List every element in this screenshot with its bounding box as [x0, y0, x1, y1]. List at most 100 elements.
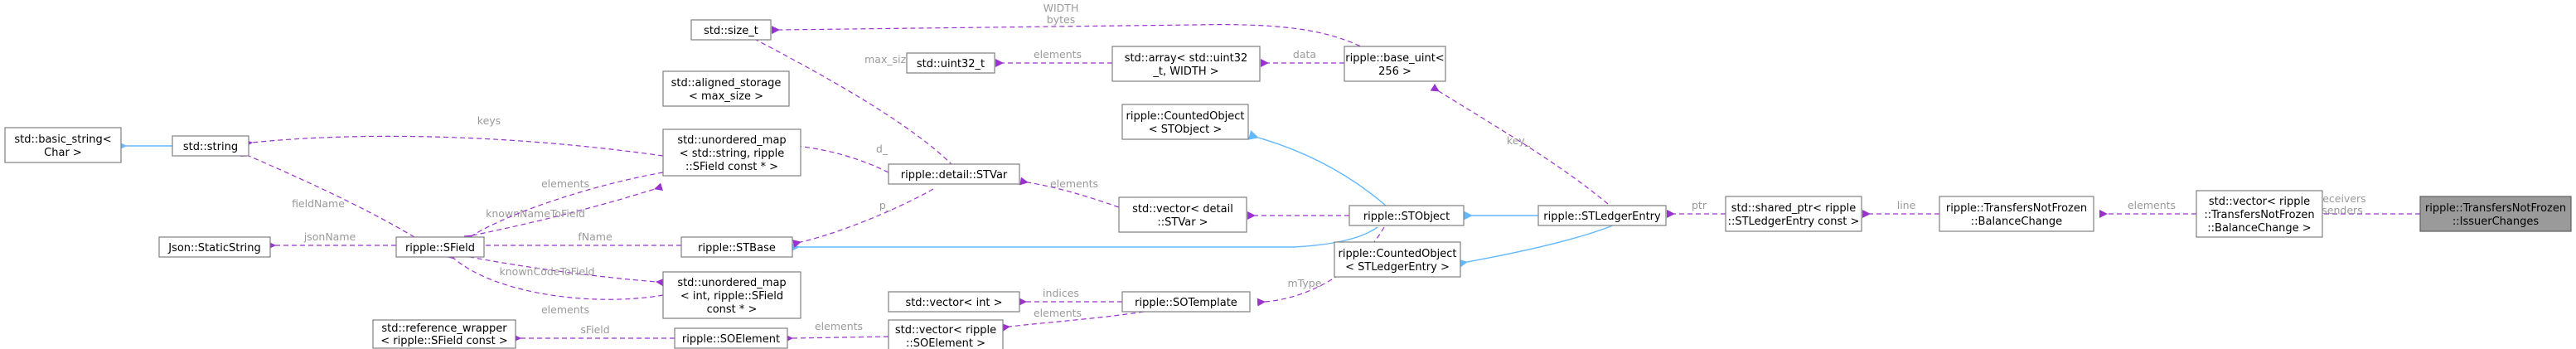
svg-text:< STObject >: < STObject > [1149, 124, 1223, 136]
svg-text:ripple::STLedgerEntry: ripple::STLedgerEntry [1543, 211, 1661, 223]
node-issuer-changes[interactable]: ripple::TransfersNotFrozen ::IssuerChang… [2419, 196, 2572, 232]
edge-label-field-name: fieldName [292, 197, 345, 210]
node-static-string[interactable]: Json::StaticString [158, 236, 271, 258]
edge-label-key: key_ [1507, 134, 1531, 147]
node-st-base[interactable]: ripple::STBase [680, 236, 793, 258]
svg-text:std::vector< int >: std::vector< int > [905, 297, 1002, 309]
svg-text:std::unordered_map: std::unordered_map [677, 277, 786, 289]
edge-label-max-size: max_size [864, 53, 913, 65]
svg-text:ripple::TransfersNotFrozen: ripple::TransfersNotFrozen [1946, 202, 2087, 215]
edge-key [1430, 83, 1609, 205]
svg-text:std::uint32_t: std::uint32_t [917, 58, 985, 70]
node-aligned-storage[interactable]: std::aligned_storage < max_size > [662, 70, 790, 107]
edge-label-fname: fName [578, 230, 613, 243]
svg-text:std::aligned_storage: std::aligned_storage [671, 77, 782, 90]
node-st-ledger-entry[interactable]: ripple::STLedgerEntry [1537, 205, 1667, 226]
edge-inherit-counted-sto [1247, 130, 1387, 206]
svg-text:std::shared_ptr< ripple: std::shared_ptr< ripple [1731, 202, 1856, 215]
svg-text:std::string: std::string [183, 141, 238, 153]
node-base-uint[interactable]: ripple::base_uint< 256 > [1344, 46, 1446, 82]
svg-text:std::vector< ripple: std::vector< ripple [2209, 196, 2310, 208]
edge-label-known-name: knownNameToField [486, 207, 585, 220]
svg-text:std::vector< ripple: std::vector< ripple [895, 324, 996, 337]
svg-text:ripple::STObject: ripple::STObject [1363, 211, 1450, 223]
svg-text:ripple::detail::STVar: ripple::detail::STVar [901, 169, 1008, 182]
edge-label-data: data [1293, 48, 1316, 61]
node-st-object[interactable]: ripple::STObject [1349, 205, 1465, 226]
svg-text:256 >: 256 > [1378, 65, 1411, 78]
edge-label-elements-balance: elements [2128, 199, 2176, 211]
svg-text:_t, WIDTH >: _t, WIDTH > [1152, 65, 1218, 78]
node-vector-soelement[interactable]: std::vector< ripple ::SOElement > [888, 319, 1004, 349]
node-vector-int[interactable]: std::vector< int > [888, 291, 1020, 313]
node-so-template[interactable]: ripple::SOTemplate [1121, 291, 1251, 313]
svg-text:< std::string, ripple: < std::string, ripple [680, 148, 785, 160]
svg-text:Json::StaticString: Json::StaticString [167, 242, 261, 254]
edge-keys [244, 135, 664, 157]
edge-max-size [747, 32, 954, 167]
edge-label-p: p_ [879, 199, 892, 211]
svg-text:::BalanceChange: ::BalanceChange [1971, 216, 2062, 228]
edge-label-line: line [1897, 199, 1916, 211]
svg-text:::IssuerChanges: ::IssuerChanges [2453, 216, 2539, 228]
edge-width [771, 24, 1368, 51]
svg-text:::SField const * >: ::SField const * > [685, 161, 778, 173]
node-counted-sto[interactable]: ripple::CountedObject < STObject > [1121, 104, 1249, 140]
node-basic-string[interactable]: std::basic_string< Char > [4, 127, 122, 163]
node-so-element[interactable]: ripple::SOElement [674, 327, 788, 349]
svg-text:std::vector< detail: std::vector< detail [1132, 203, 1233, 216]
node-std-array[interactable]: std::array< std::uint32 _t, WIDTH > [1111, 46, 1261, 82]
nodes: ripple::TransfersNotFrozen ::IssuerChang… [4, 19, 2572, 349]
node-stvar[interactable]: ripple::detail::STVar [888, 163, 1020, 185]
node-vector-balance-change[interactable]: std::vector< ripple ::TransfersNotFrozen… [2196, 190, 2323, 238]
edge-label-indices: indices [1043, 287, 1079, 299]
edge-label-elements-uint32: elements [1034, 48, 1082, 61]
svg-text:ripple::base_uint<: ripple::base_uint< [1345, 52, 1444, 65]
node-counted-sle[interactable]: ripple::CountedObject < STLedgerEntry > [1334, 241, 1461, 278]
edge-field-name [240, 148, 415, 238]
node-std-string[interactable]: std::string [172, 135, 249, 157]
node-vector-stvar[interactable]: std::vector< detail ::STVar > [1118, 196, 1247, 233]
edge-label-elements-map-int: elements [541, 303, 589, 316]
edge-label-receivers: receivers [2318, 192, 2365, 205]
svg-text:const * >: const * > [707, 303, 758, 316]
edges: receivers senders elements line ptr key_… [117, 2, 2420, 343]
svg-text:::STVar >: ::STVar > [1157, 216, 1208, 229]
svg-text:< ripple::SField const >: < ripple::SField const > [380, 335, 507, 347]
edge-label-mtype: mType [1288, 277, 1322, 289]
node-shared-ptr-sle[interactable]: std::shared_ptr< ripple ::STLedgerEntry … [1725, 196, 1862, 232]
edge-label-d: d_ [876, 143, 889, 155]
node-size-t[interactable]: std::size_t [690, 19, 772, 41]
svg-text:< int, ripple::SField: < int, ripple::SField [680, 290, 783, 303]
edge-inherit-counted-sle [1457, 225, 1614, 269]
svg-text:::SOElement >: ::SOElement > [906, 337, 985, 349]
svg-text:ripple::TransfersNotFrozen: ripple::TransfersNotFrozen [2425, 202, 2566, 215]
edge-label-keys: keys [477, 114, 501, 127]
svg-text:Char >: Char > [44, 147, 82, 159]
edge-elements-map-str [463, 172, 664, 243]
svg-text:std::size_t: std::size_t [704, 25, 758, 37]
edge-label-ptr: ptr [1692, 199, 1707, 211]
edge-known-code [460, 254, 665, 287]
edge-inherit-stbase-long [790, 226, 1378, 252]
edge-elements-map-int [445, 250, 664, 300]
edge-label-elements-sotemplate: elements [1034, 307, 1082, 319]
edge-label-elements-map-str: elements [541, 177, 589, 190]
node-sfield[interactable]: ripple::SField [395, 236, 485, 258]
node-balance-change[interactable]: ripple::TransfersNotFrozen ::BalanceChan… [1939, 196, 2094, 232]
svg-text:std::reference_wrapper: std::reference_wrapper [381, 322, 507, 335]
svg-text:std::unordered_map: std::unordered_map [677, 134, 786, 147]
svg-text:ripple::CountedObject: ripple::CountedObject [1338, 248, 1456, 260]
edge-label-width: WIDTH [1043, 2, 1079, 14]
node-reference-wrapper[interactable]: std::reference_wrapper < ripple::SField … [372, 319, 516, 349]
edge-label-known-code: knownCodeToField [500, 265, 595, 278]
node-unordered-map-int[interactable]: std::unordered_map < int, ripple::SField… [662, 271, 801, 319]
svg-text:std::array< std::uint32: std::array< std::uint32 [1125, 52, 1248, 65]
edge-elements-vector-stvar [1019, 177, 1120, 208]
node-uint32[interactable]: std::uint32_t [906, 52, 995, 74]
svg-text:ripple::SOTemplate: ripple::SOTemplate [1135, 297, 1237, 309]
node-unordered-map-string[interactable]: std::unordered_map < std::string, ripple… [662, 128, 801, 177]
svg-text:< STLedgerEntry >: < STLedgerEntry > [1345, 261, 1450, 274]
edge-elements-vector-soelement [784, 334, 889, 343]
